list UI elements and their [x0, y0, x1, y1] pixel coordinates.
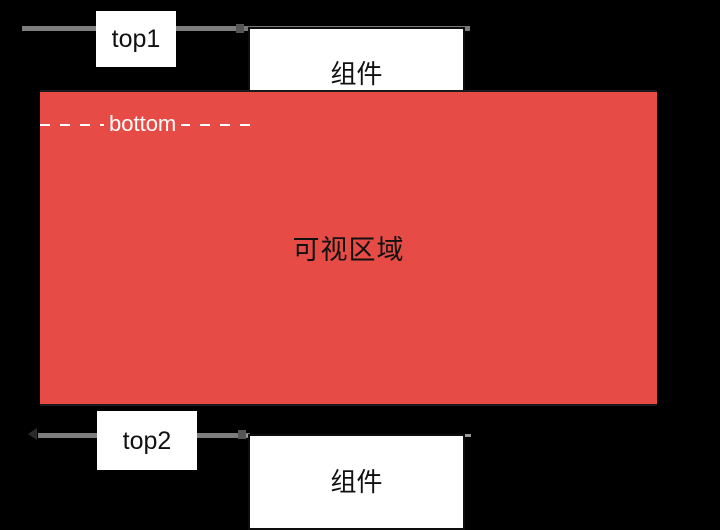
bottom-guide-label: bottom [104, 110, 182, 138]
component-box-top-label: 组件 [330, 58, 383, 89]
component-box-bottom[interactable]: 组件 [248, 434, 465, 530]
viewport-label: 可视区域 [292, 235, 405, 265]
label-chip-top2: top2 [97, 411, 197, 470]
component-box-bottom-label: 组件 [330, 467, 383, 497]
connector-arrow-left-top2-icon [28, 428, 37, 440]
label-chip-top2-text: top2 [122, 426, 172, 455]
label-chip-top1-text: top1 [111, 25, 161, 53]
connector-arrow-top2-icon [238, 430, 246, 439]
label-chip-top1: top1 [96, 11, 176, 67]
connector-arrow-top1-icon [236, 24, 244, 33]
viewport-region: 可视区域 [40, 90, 657, 406]
